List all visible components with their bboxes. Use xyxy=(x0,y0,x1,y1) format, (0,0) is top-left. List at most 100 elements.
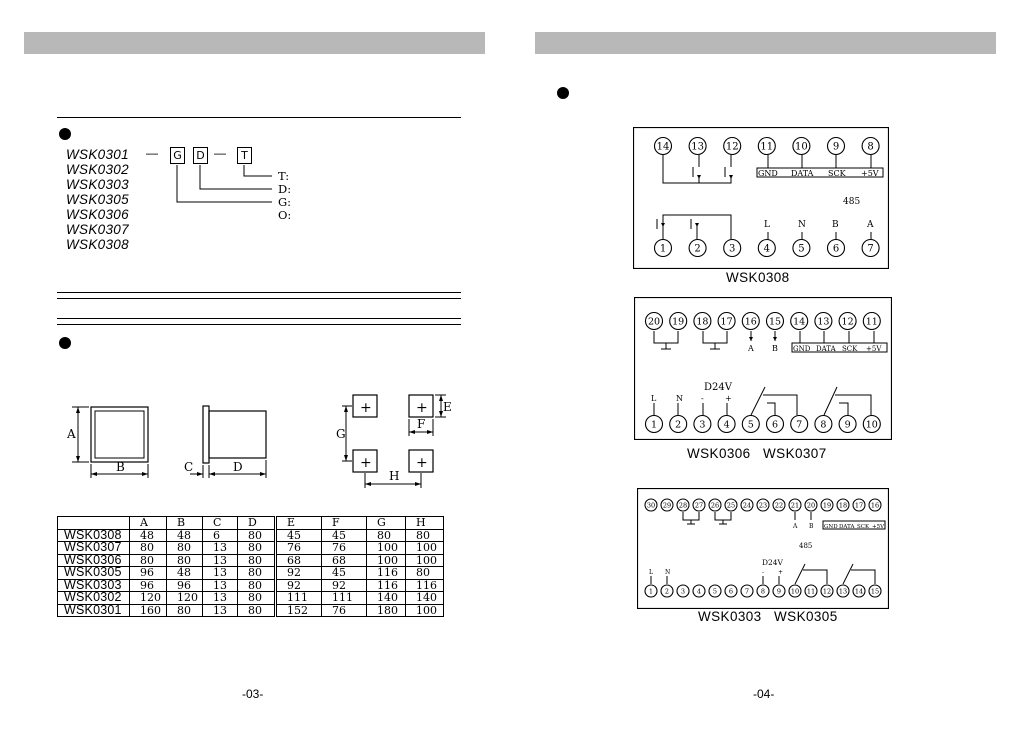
terminal-label: L xyxy=(649,569,653,576)
terminal-number: 8 xyxy=(820,419,826,430)
table-cell: 68 xyxy=(321,553,367,567)
dim-e-label: E xyxy=(443,400,452,414)
terminal-label: N xyxy=(665,569,670,576)
plus-mark: + xyxy=(360,455,372,471)
table-cell: 140 xyxy=(405,591,444,605)
table-cell: 80 xyxy=(237,603,276,617)
terminal-number: 14 xyxy=(793,316,805,327)
terminal-number: 6 xyxy=(833,244,839,255)
table-cell: 140 xyxy=(366,591,406,605)
code-legend-o: O: xyxy=(278,208,292,222)
table-cell: 13 xyxy=(202,553,238,567)
terminal-circle xyxy=(765,414,785,434)
terminal-number: 17 xyxy=(721,316,733,327)
terminal-number: 22 xyxy=(775,501,783,509)
table-cell: 116 xyxy=(366,578,406,592)
terminal-circle xyxy=(836,584,850,598)
terminal-number: 25 xyxy=(727,501,735,509)
terminal-number: 11 xyxy=(866,316,878,327)
terminal-label: + xyxy=(725,394,732,403)
table-cell: 76 xyxy=(274,541,322,555)
terminal-number: 9 xyxy=(833,142,839,153)
bus-label: DATA xyxy=(816,345,837,353)
terminal-number: 10 xyxy=(791,587,799,595)
terminal-circle xyxy=(757,136,776,156)
terminal-number: 29 xyxy=(663,501,671,509)
terminal-circle xyxy=(708,584,722,598)
dim-g-label: G xyxy=(336,427,346,441)
terminal-number: 1 xyxy=(660,244,666,255)
terminal-number: 12 xyxy=(842,316,854,327)
terminal-number: 5 xyxy=(798,244,804,255)
plus-mark: + xyxy=(360,400,372,416)
table-cell: 45 xyxy=(321,566,367,580)
terminal-circle xyxy=(861,238,880,258)
table-cell: 80 xyxy=(237,566,276,580)
terminal-circle xyxy=(814,311,833,331)
dim-c-label: C xyxy=(184,460,193,474)
terminal-label: N xyxy=(798,220,806,230)
terminal-circle xyxy=(868,498,882,512)
table-cell: 111 xyxy=(274,591,322,605)
table-cell: 48 xyxy=(166,528,203,542)
table-cell: 120 xyxy=(129,591,167,605)
bus-label: DATA xyxy=(791,169,814,178)
table-cell: 13 xyxy=(202,591,238,605)
bus-label: GND xyxy=(793,345,811,353)
supply-label: D24V xyxy=(762,558,784,567)
terminal-number: 6 xyxy=(772,419,778,430)
terminal-circle xyxy=(862,311,881,331)
terminal-circle xyxy=(723,136,742,156)
terminal-label: A xyxy=(792,523,798,530)
terminal-circle xyxy=(693,311,712,331)
table-cell: 80 xyxy=(166,541,203,555)
table-cell: 13 xyxy=(202,603,238,617)
table-cell: 100 xyxy=(405,541,444,555)
table-cell: 120 xyxy=(166,591,203,605)
bus-note: 485 xyxy=(843,197,860,207)
bus-label: +5V xyxy=(861,169,879,178)
terminal-number: 9 xyxy=(845,419,851,430)
bullet-model-code xyxy=(59,128,71,140)
terminal-number: 3 xyxy=(729,244,735,255)
terminal-number: 27 xyxy=(695,501,703,509)
model-item: WSK0301 xyxy=(66,147,129,162)
terminal-circle xyxy=(772,584,786,598)
table-cell: 80 xyxy=(166,603,203,617)
table-cell: 6 xyxy=(202,528,238,542)
terminal-number: 18 xyxy=(839,501,847,509)
table-header-cell: A xyxy=(129,516,167,530)
terminal-circle xyxy=(688,136,707,156)
terminal-number: 10 xyxy=(866,419,878,430)
terminal-circle xyxy=(792,136,811,156)
table-cell: 80 xyxy=(405,566,444,580)
terminal-number: 3 xyxy=(699,419,705,430)
table-cell: 160 xyxy=(129,603,167,617)
table-cell: 100 xyxy=(366,553,406,567)
bus-label: DATA xyxy=(839,524,855,530)
terminal-circle xyxy=(676,498,690,512)
table-cell: 68 xyxy=(274,553,322,567)
table-cell: 100 xyxy=(405,603,444,617)
terminal-number: 8 xyxy=(867,142,873,153)
left-rule-3 xyxy=(57,298,461,299)
terminal-label: B xyxy=(832,220,839,230)
table-cell: 80 xyxy=(237,578,276,592)
terminal-number: 8 xyxy=(761,587,765,595)
terminal-number: 5 xyxy=(713,587,717,595)
terminal-number: 19 xyxy=(823,501,831,509)
terminal-label: - xyxy=(701,394,704,403)
terminal-circle xyxy=(852,498,866,512)
table-cell: 45 xyxy=(274,528,322,542)
terminal-number: 16 xyxy=(745,316,757,327)
terminal-number: 9 xyxy=(777,587,781,595)
code-leader-lines xyxy=(176,165,272,203)
table-cell: 13 xyxy=(202,541,238,555)
table-row: WSK0308 48 48 6 80 45 45 80 80 xyxy=(57,528,444,542)
terminal-circle xyxy=(838,414,857,434)
table-cell: 45 xyxy=(321,528,367,542)
terminal-number: 15 xyxy=(769,316,781,327)
